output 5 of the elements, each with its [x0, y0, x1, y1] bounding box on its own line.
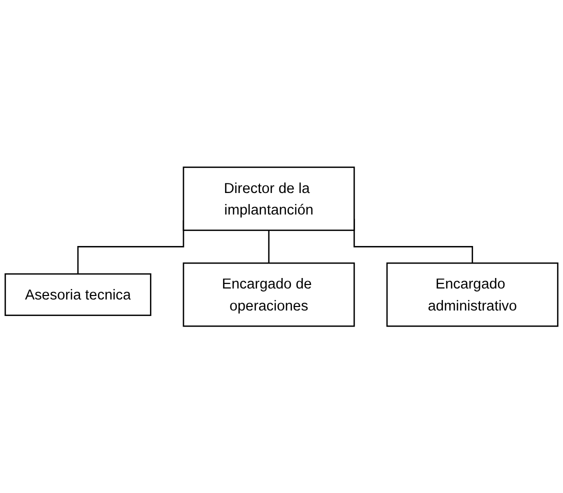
node-box: Asesoria tecnica [4, 273, 152, 316]
node-box: Encargado de operaciones [182, 262, 355, 327]
node-box: Director de la implantanción [182, 166, 355, 231]
node-box: Encargado administrativo [386, 262, 558, 327]
connector [268, 230, 270, 264]
